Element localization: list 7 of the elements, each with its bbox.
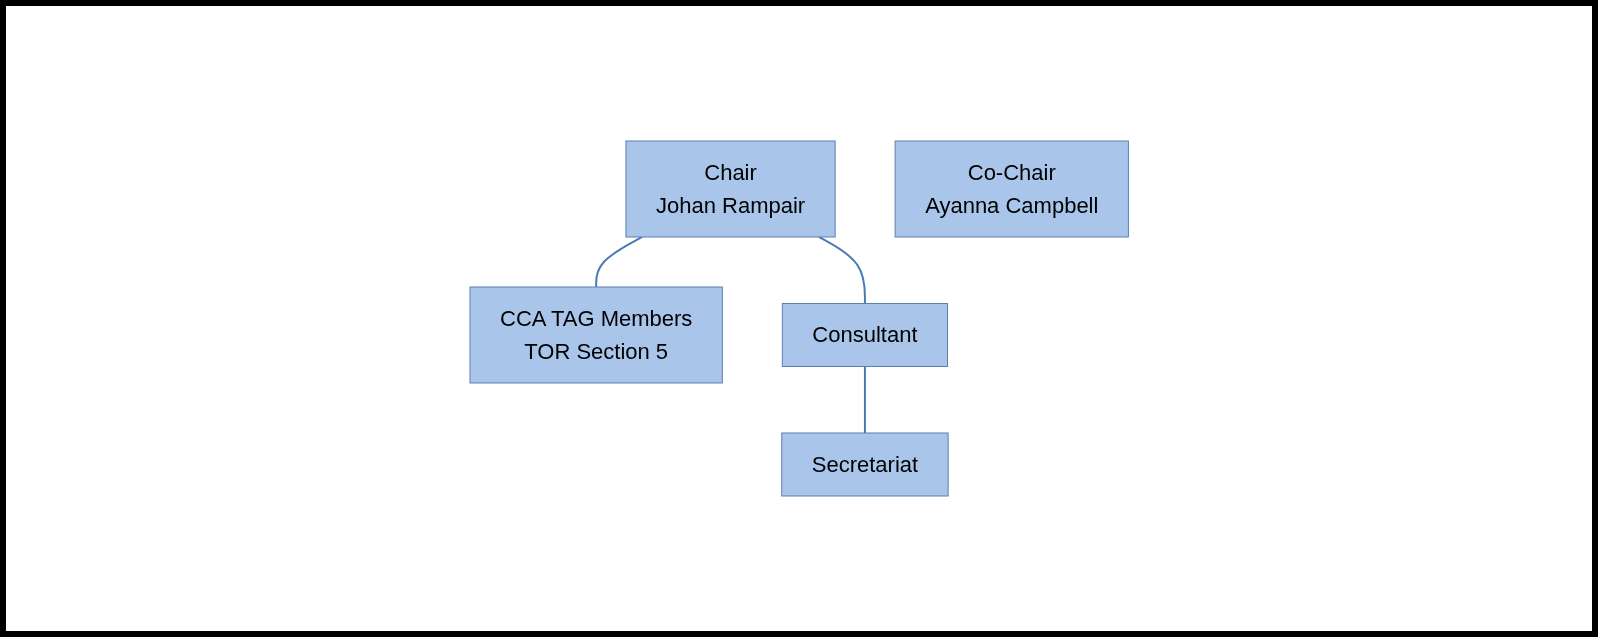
connector bbox=[863, 365, 866, 434]
node-box: Consultant bbox=[781, 303, 948, 367]
node-box: Chair Johan Rampair bbox=[625, 140, 836, 238]
connector bbox=[594, 236, 643, 288]
node-box: CCA TAG Members TOR Section 5 bbox=[469, 286, 723, 384]
node-box: Secretariat bbox=[781, 432, 949, 497]
node-box: Co-Chair Ayanna Campbell bbox=[894, 140, 1129, 238]
